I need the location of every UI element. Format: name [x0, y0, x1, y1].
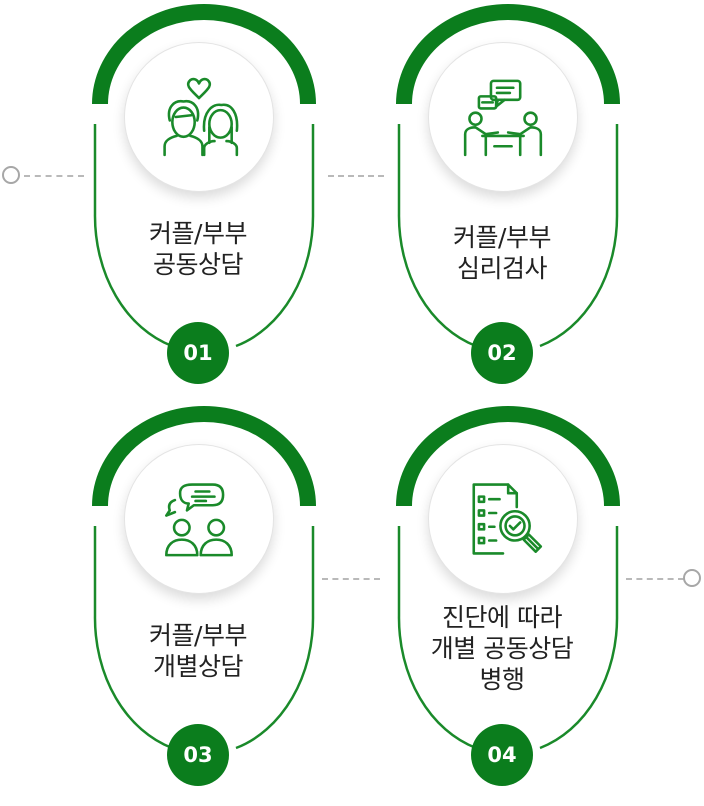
step-number-badge: 04: [471, 724, 533, 786]
icon-circle: [428, 42, 578, 192]
connector-3-4: [322, 578, 380, 580]
card-frame: [92, 4, 316, 348]
step-title: 커플/부부 공동상담: [98, 218, 298, 280]
step-title-line: 공동상담: [152, 250, 244, 279]
step-title-line: 병행: [479, 665, 525, 694]
card-frame: [92, 406, 316, 750]
card-frame: [396, 406, 620, 750]
step-title: 진단에 따라 개별 공동상담 병행: [402, 602, 602, 695]
icon-circle: [428, 444, 578, 594]
step-title-line: 진단에 따라: [442, 603, 562, 632]
step-number-badge: 01: [167, 322, 229, 384]
step-title-line: 개별상담: [152, 652, 244, 681]
step-title-line: 개별 공동상담: [430, 634, 574, 663]
step-card-4: 진단에 따라 개별 공동상담 병행 04: [396, 406, 620, 806]
step-title: 커플/부부 심리검사: [402, 222, 602, 284]
step-number-badge: 03: [167, 724, 229, 786]
end-node: [683, 569, 701, 587]
step-card-1: 커플/부부 공동상담 01: [92, 4, 316, 404]
icon-circle: [124, 444, 274, 594]
icon-circle: [124, 42, 274, 192]
connector-1-2: [328, 175, 384, 177]
report-check-search-icon: [472, 483, 543, 555]
step-title-line: 커플/부부: [453, 223, 551, 252]
couple-heart-icon: [163, 77, 239, 157]
step-number-badge: 02: [471, 322, 533, 384]
step-title-line: 커플/부부: [149, 219, 247, 248]
chat-people-icon: [165, 483, 233, 557]
step-card-2: 커플/부부 심리검사 02: [396, 4, 620, 404]
connector-start: [24, 175, 84, 177]
step-title-line: 커플/부부: [149, 621, 247, 650]
step-title: 커플/부부 개별상담: [98, 620, 298, 682]
connector-end: [626, 578, 684, 580]
card-frame: [396, 4, 620, 348]
start-node: [2, 166, 20, 184]
step-card-3: 커플/부부 개별상담 03: [92, 406, 316, 806]
consultation-meeting-icon: [463, 79, 543, 157]
step-title-line: 심리검사: [456, 254, 548, 283]
